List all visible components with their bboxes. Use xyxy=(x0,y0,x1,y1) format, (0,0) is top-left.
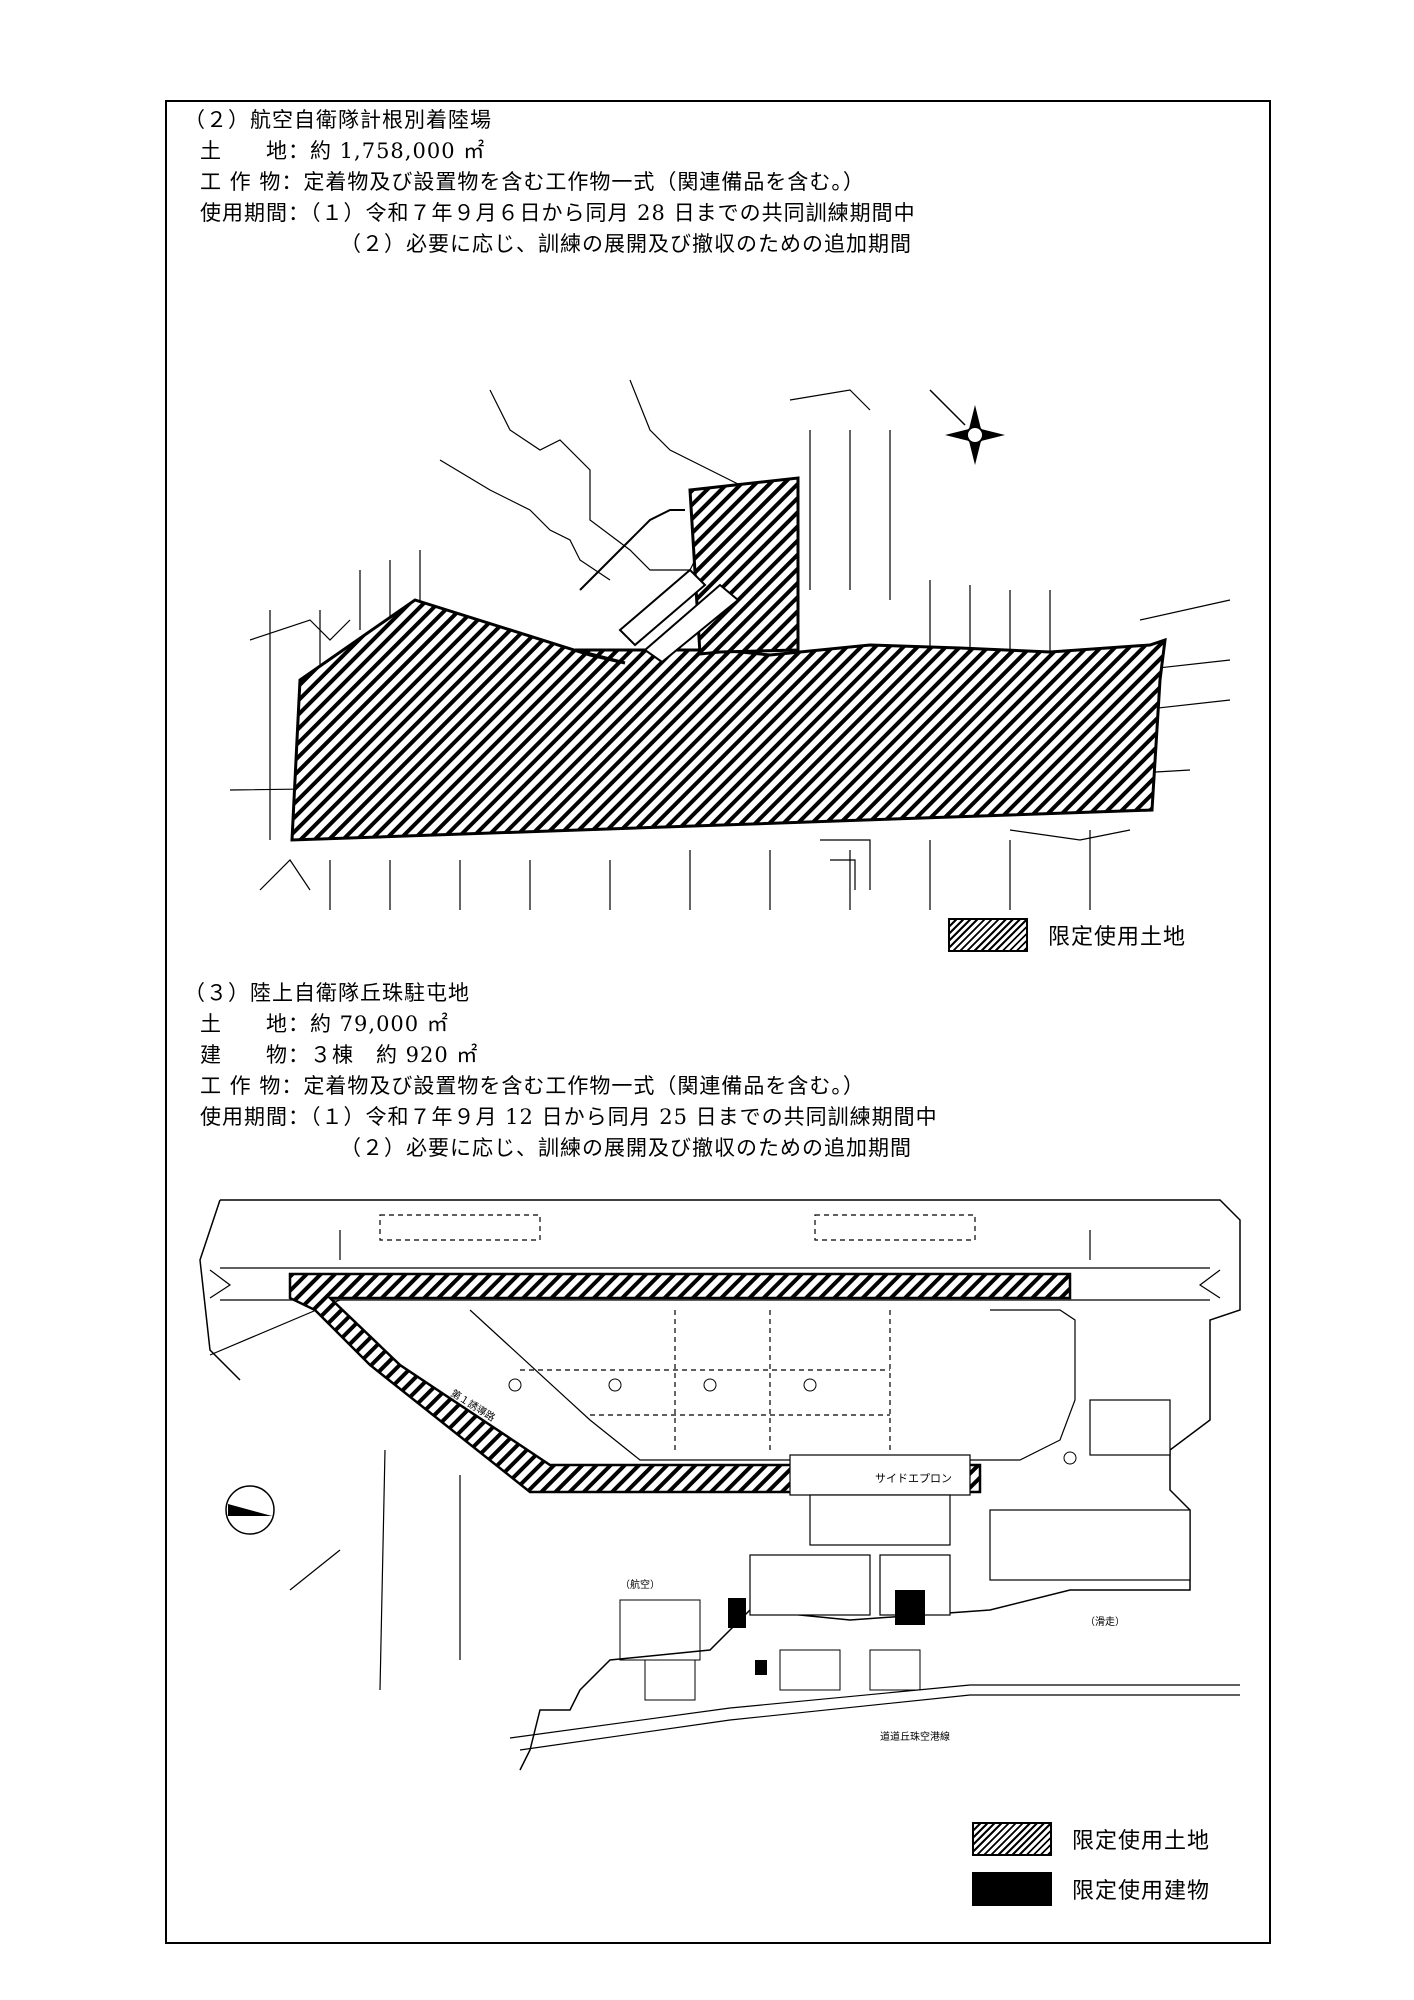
land-value: 約 79,000 ㎡ xyxy=(310,1012,449,1036)
dashed-zones xyxy=(379,1214,976,1450)
works-value: 定着物及び設置物を含む工作物一式（関連備品を含む。） xyxy=(303,170,865,194)
section3-building-row: 建 物：３棟 約 920 ㎡ xyxy=(200,1040,478,1071)
legend-hatch-swatch xyxy=(948,918,1028,952)
document-frame xyxy=(165,100,1271,1944)
building-value: ３棟 約 920 ㎡ xyxy=(310,1043,479,1067)
land-label: 土 地： xyxy=(200,1012,310,1036)
section3-period-row: 使用期間：（１）令和７年９月 12 日から同月 25 日までの共同訓練期間中 xyxy=(200,1102,938,1133)
runway-lines xyxy=(209,1230,1221,1691)
period-1: （１）令和７年９月 12 日から同月 25 日までの共同訓練期間中 xyxy=(310,1105,938,1129)
legend-building-label: 限定使用建物 xyxy=(1072,1879,1211,1904)
airfield-boundary xyxy=(199,1199,1241,1771)
restricted-buildings xyxy=(728,1590,925,1675)
runway-strips xyxy=(618,568,740,664)
section3-works-row: 工 作 物：定着物及び設置物を含む工作物一式（関連備品を含む。） xyxy=(200,1071,865,1102)
misc-structures xyxy=(508,1378,1077,1701)
section2-period-2: （２）必要に応じ、訓練の展開及び撤収のための追加期間 xyxy=(340,232,912,256)
section3-period-2: （２）必要に応じ、訓練の展開及び撤収のための追加期間 xyxy=(340,1136,912,1160)
kouka-label: （航空） xyxy=(620,1578,660,1591)
restricted-land-area-north xyxy=(688,476,800,656)
section3-legend-building: 限定使用建物 xyxy=(972,1872,1210,1906)
okadama-map: サイドエプロン 第１誘導路 道道丘珠空港線 （航空） （滑走） xyxy=(199,1199,1241,1771)
restricted-land-area xyxy=(288,1272,1072,1494)
section2-land-row: 土 地：約 1,758,000 ㎡ xyxy=(200,136,485,167)
north-arrow-icon xyxy=(929,389,1005,465)
apron-blocks xyxy=(749,1399,1191,1616)
period-label: 使用期間： xyxy=(200,1105,310,1129)
north-arrow-icon xyxy=(225,1485,275,1535)
apron-label: サイドエプロン xyxy=(875,1472,952,1485)
building-label: 建 物： xyxy=(200,1043,310,1067)
period-1: （１）令和７年９月６日から同月 28 日までの共同訓練期間中 xyxy=(310,201,916,225)
section2-heading: （２）航空自衛隊計根別着陸場 xyxy=(184,108,492,132)
restricted-land-area xyxy=(290,598,1167,842)
section2-period-row: 使用期間：（１）令和７年９月６日から同月 28 日までの共同訓練期間中 xyxy=(200,198,916,229)
section2-works-row: 工 作 物：定着物及び設置物を含む工作物一式（関連備品を含む。） xyxy=(200,167,865,198)
works-label: 工 作 物： xyxy=(200,1074,304,1098)
keneibetsu-map xyxy=(230,379,1231,910)
legend-land-label: 限定使用土地 xyxy=(1072,1829,1211,1854)
legend-solid-swatch xyxy=(972,1872,1052,1906)
legend-land-label: 限定使用土地 xyxy=(1048,925,1187,950)
tsuki-label: （滑走） xyxy=(1085,1616,1125,1628)
section3-heading: （３）陸上自衛隊丘珠駐屯地 xyxy=(184,981,470,1005)
section3-land-row: 土 地：約 79,000 ㎡ xyxy=(200,1009,449,1040)
land-value: 約 1,758,000 ㎡ xyxy=(310,139,486,163)
period-label: 使用期間： xyxy=(200,201,310,225)
section2-legend: 限定使用土地 xyxy=(948,918,1186,952)
legend-hatch-swatch xyxy=(972,1822,1052,1856)
road-label: 道道丘珠空港線 xyxy=(880,1730,950,1743)
section3-legend-land: 限定使用土地 xyxy=(972,1822,1210,1856)
works-value: 定着物及び設置物を含む工作物一式（関連備品を含む。） xyxy=(303,1074,865,1098)
works-label: 工 作 物： xyxy=(200,170,304,194)
map-linework xyxy=(230,379,1231,910)
land-label: 土 地： xyxy=(200,139,310,163)
